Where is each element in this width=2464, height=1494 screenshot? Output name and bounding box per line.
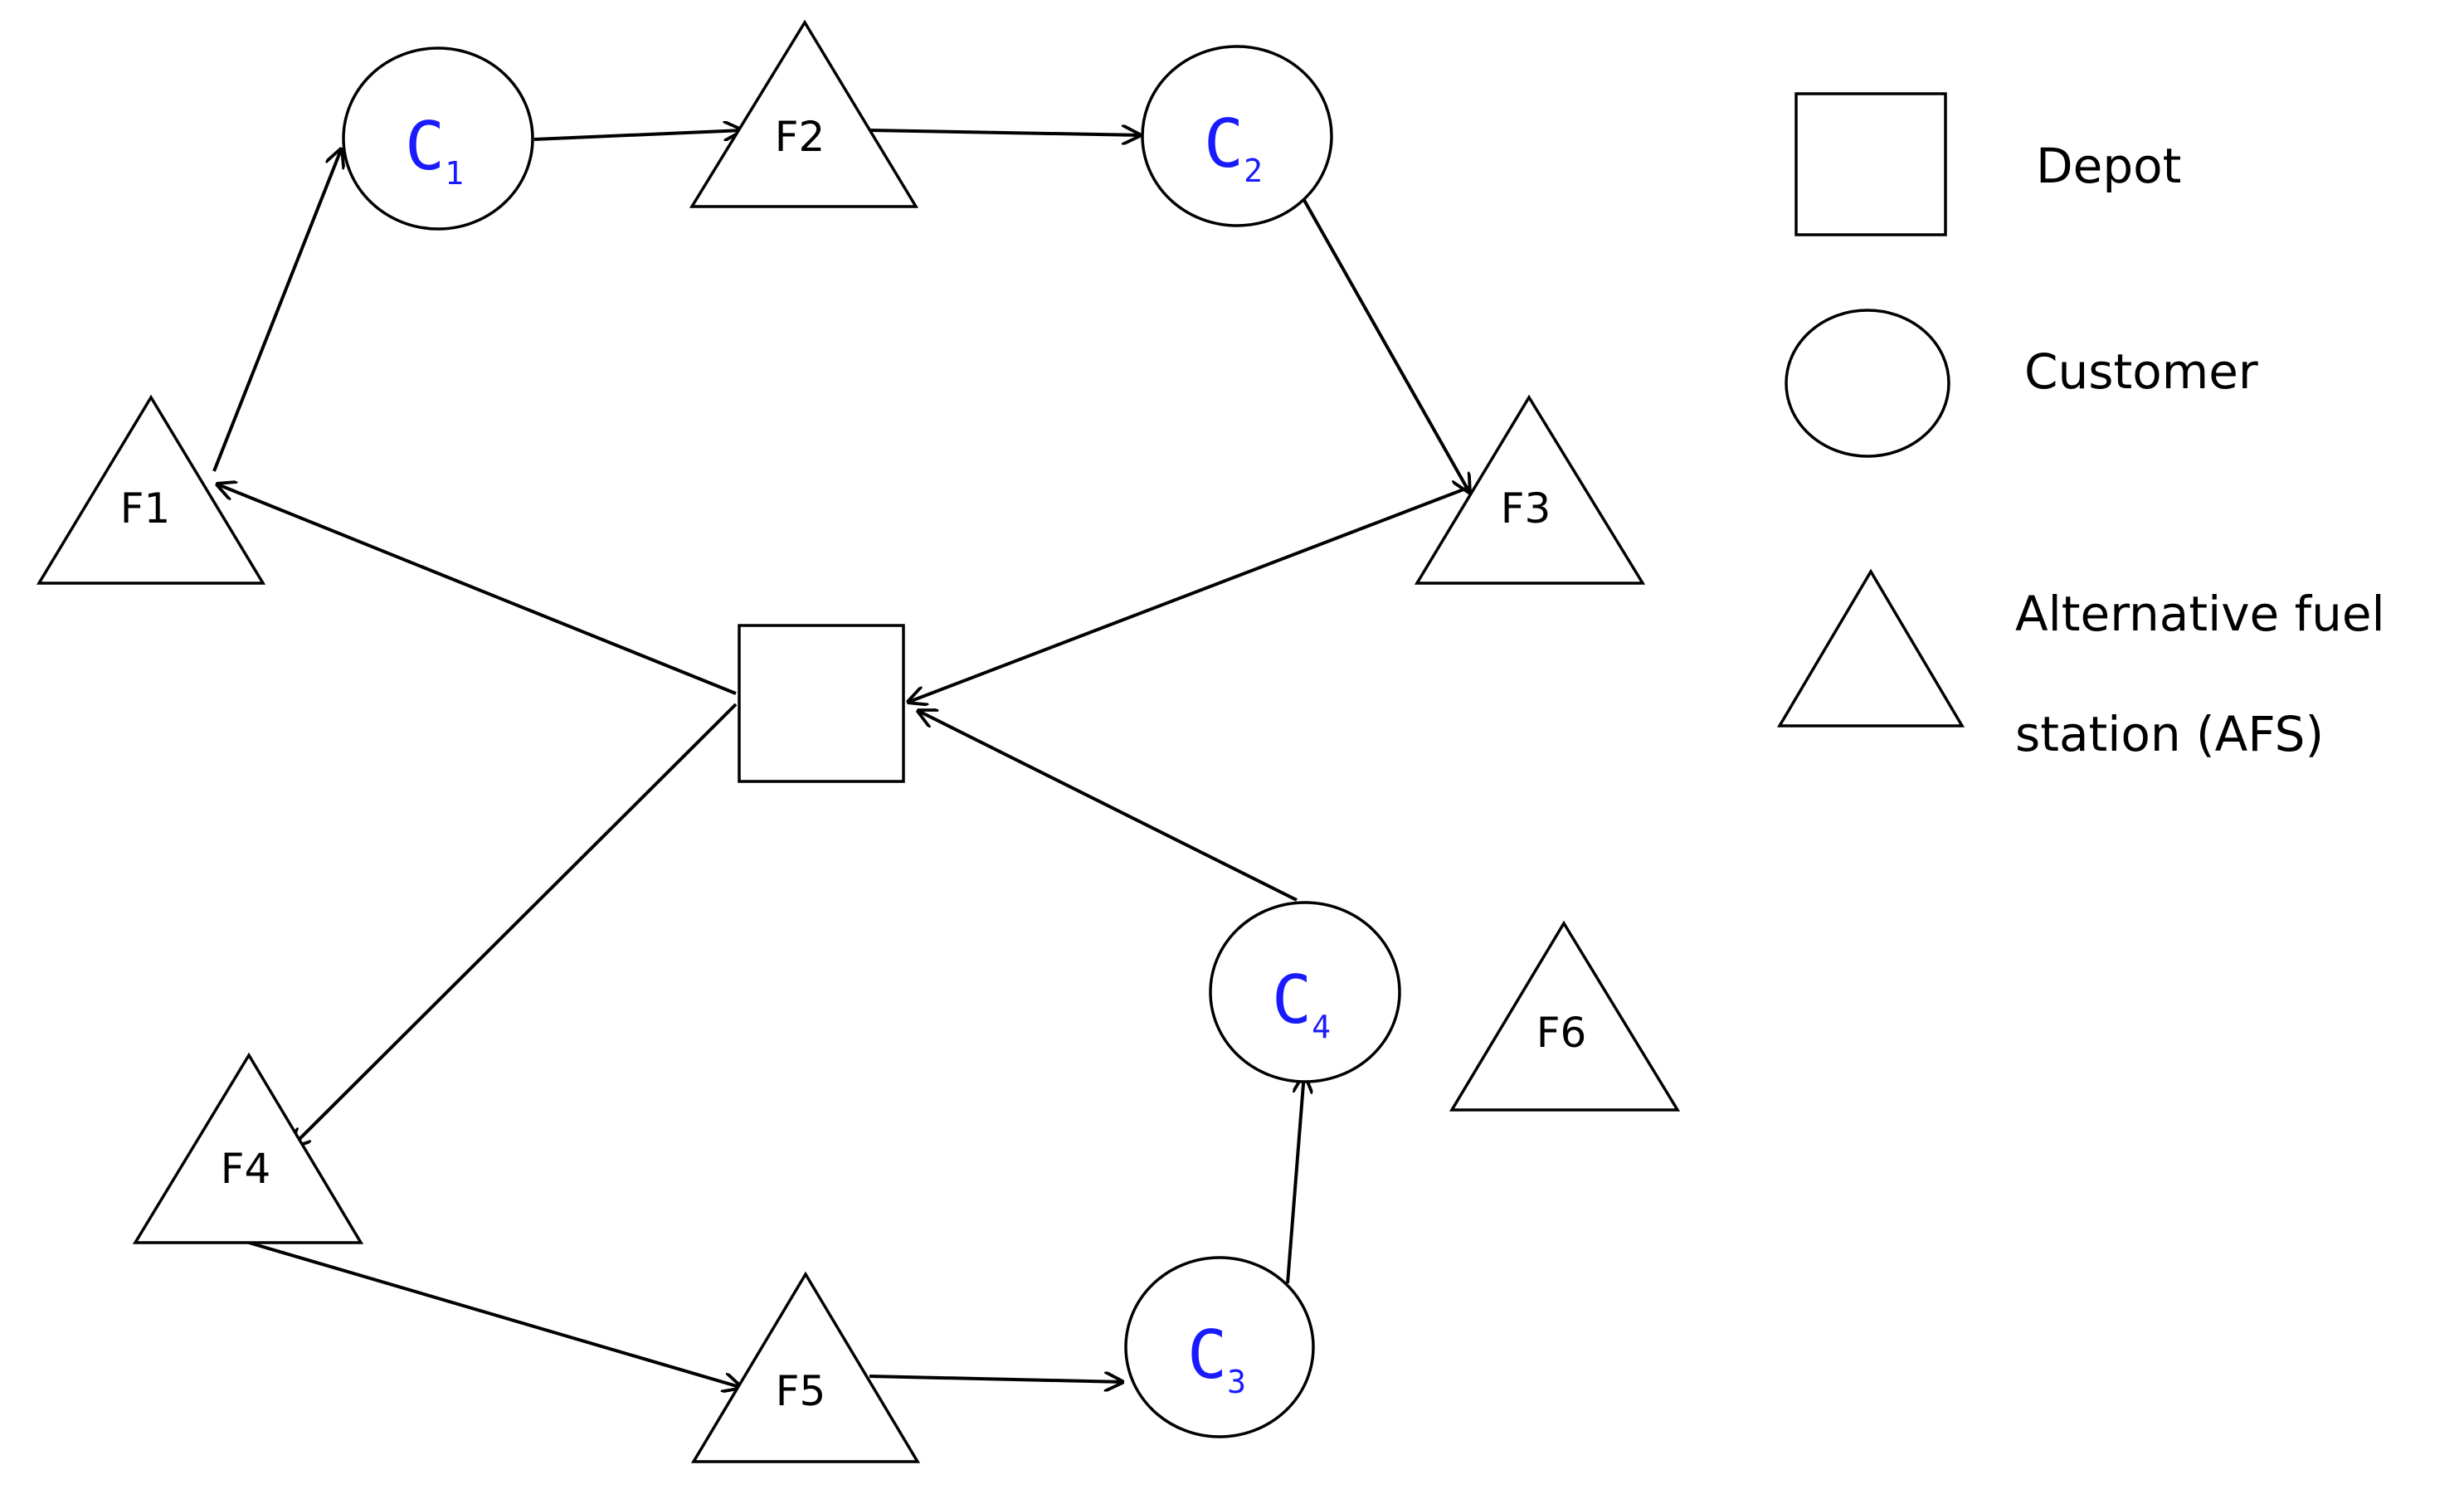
customer-c4-circle bbox=[1209, 901, 1401, 1083]
customer-c1-label: C1 bbox=[405, 108, 464, 192]
station-f6-triangle bbox=[1449, 920, 1681, 1112]
legend-customer-label: Customer bbox=[2024, 343, 2258, 400]
edge-f2-to-c2 bbox=[869, 130, 1142, 135]
station-f2: F2 bbox=[689, 19, 919, 208]
station-f1-label: F1 bbox=[120, 484, 171, 533]
station-f4: F4 bbox=[132, 1052, 364, 1244]
customer-c1-circle bbox=[342, 46, 534, 231]
station-f2-triangle bbox=[689, 19, 919, 208]
legend-afs-label-line1: Alternative fuel bbox=[2015, 586, 2385, 642]
station-f1-triangle bbox=[36, 394, 266, 585]
station-f3-triangle bbox=[1414, 394, 1646, 585]
edge-f1-to-c1 bbox=[212, 148, 342, 472]
edge-f4-to-f5 bbox=[248, 1241, 743, 1388]
customer-c2: C2 bbox=[1141, 45, 1333, 227]
station-f2-label: F2 bbox=[775, 113, 825, 161]
station-f5-label: F5 bbox=[776, 1367, 826, 1415]
station-f4-label: F4 bbox=[221, 1145, 271, 1193]
station-f5: F5 bbox=[690, 1271, 921, 1463]
station-f1: F1 bbox=[36, 394, 266, 585]
legend-customer-icon bbox=[1785, 309, 1950, 458]
edge-f5-to-c3 bbox=[869, 1376, 1124, 1382]
station-f3: F3 bbox=[1414, 394, 1646, 585]
edge-f3-to-depot bbox=[907, 485, 1471, 703]
depot-node bbox=[738, 624, 905, 783]
edge-c3-to-c4 bbox=[1286, 1073, 1304, 1284]
legend-afs-icon bbox=[1776, 568, 1965, 728]
legend-depot-icon bbox=[1794, 92, 1947, 236]
station-f3-label: F3 bbox=[1501, 484, 1551, 533]
customer-c3-label: C3 bbox=[1187, 1316, 1246, 1400]
customer-c2-circle bbox=[1141, 45, 1333, 227]
customer-c4: C4 bbox=[1209, 901, 1401, 1083]
customer-c3: C3 bbox=[1124, 1256, 1315, 1438]
station-f4-triangle bbox=[132, 1052, 364, 1244]
legend-item-depot: Depot bbox=[1794, 92, 2181, 236]
customer-c2-label: C2 bbox=[1204, 105, 1263, 189]
edge-depot-to-f1 bbox=[216, 484, 737, 695]
route-edges bbox=[214, 130, 1470, 1388]
legend-depot-label: Depot bbox=[2036, 138, 2181, 194]
customer-c3-circle bbox=[1124, 1256, 1315, 1438]
legend-afs-label-line2: station (AFS) bbox=[2015, 706, 2324, 762]
customer-c1: C1 bbox=[342, 46, 534, 231]
station-f5-triangle bbox=[690, 1271, 921, 1463]
legend-item-customer: Customer bbox=[1785, 309, 2258, 458]
station-f6-label: F6 bbox=[1536, 1009, 1587, 1057]
legend: Depot Customer Alternative fuel station … bbox=[1776, 92, 2385, 762]
legend-item-afs: Alternative fuel station (AFS) bbox=[1776, 568, 2385, 762]
customer-c4-label: C4 bbox=[1272, 961, 1331, 1045]
edge-c2-to-f3 bbox=[1300, 195, 1470, 494]
station-f6: F6 bbox=[1449, 920, 1681, 1112]
edge-c1-to-f2 bbox=[533, 130, 743, 139]
edge-depot-to-f4 bbox=[290, 703, 738, 1148]
edge-c4-to-depot bbox=[917, 710, 1298, 902]
